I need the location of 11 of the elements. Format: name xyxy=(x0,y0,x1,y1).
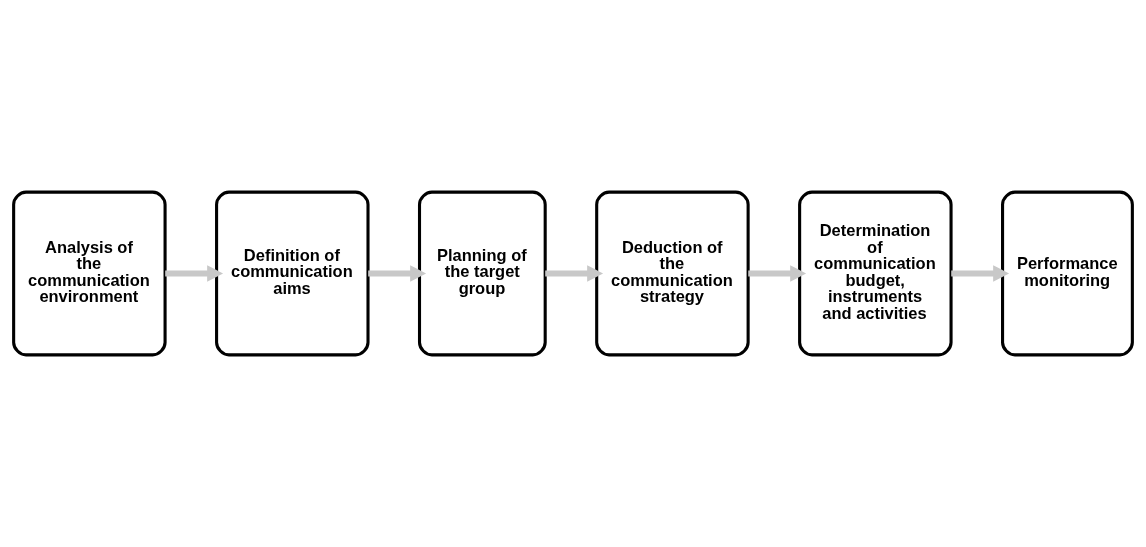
node-box: Deduction of the communication strategy xyxy=(595,190,750,357)
node-box: Definition of communication aims xyxy=(215,190,370,357)
arrow xyxy=(368,265,427,282)
node-box: Analysis of the communication environment xyxy=(12,190,167,357)
arrow xyxy=(545,265,604,282)
node-box: Planning of the target group xyxy=(417,190,547,357)
node-box: Determination of communication budget, instruments and activities xyxy=(798,190,953,357)
arrow xyxy=(165,265,224,282)
arrow xyxy=(748,265,807,282)
arrow xyxy=(951,265,1010,282)
node-box: Performance monitoring xyxy=(1001,190,1134,357)
